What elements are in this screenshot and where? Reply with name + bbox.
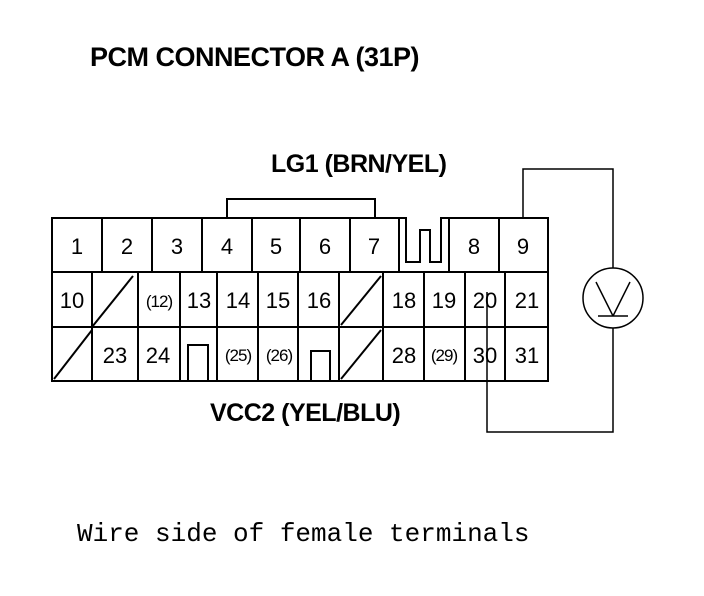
pin-10: 10 [60, 288, 84, 313]
connector-lock-tab [227, 199, 375, 218]
pin-26: (26) [266, 346, 293, 365]
connector-row-3: 23 24 (25) (26) 28 (29) 30 31 [103, 343, 539, 368]
pin-5: 5 [270, 234, 282, 259]
empty-cavity-slash [341, 330, 381, 379]
pin-12: (12) [146, 292, 173, 311]
footer-caption: Wire side of female terminals [77, 519, 529, 549]
pin-20: 20 [473, 288, 497, 313]
pin-6: 6 [319, 234, 331, 259]
pin-7: 7 [368, 234, 380, 259]
pin-16: 16 [307, 288, 331, 313]
pin-2: 2 [121, 234, 133, 259]
connector-row-1: 1 2 3 4 5 6 7 8 9 [71, 234, 529, 259]
pin-31: 31 [515, 343, 539, 368]
pin-13: 13 [187, 288, 211, 313]
pin-24: 24 [146, 343, 170, 368]
pin-15: 15 [266, 288, 290, 313]
pin-25: (25) [225, 346, 252, 365]
lead-pin-30 [487, 292, 613, 432]
pin-14: 14 [226, 288, 250, 313]
pin-23: 23 [103, 343, 127, 368]
pin-29: (29) [431, 346, 458, 365]
connector-outline [52, 218, 548, 381]
lead-pin-9 [523, 169, 613, 268]
connector-key-notch-2 [311, 351, 330, 381]
pin-19: 19 [432, 288, 456, 313]
pin-28: 28 [392, 343, 416, 368]
pin-4: 4 [221, 234, 233, 259]
empty-cavity-slash [92, 276, 133, 327]
voltmeter-icon [583, 268, 643, 328]
meter-circuit [487, 169, 643, 432]
pin-1: 1 [71, 234, 83, 259]
empty-cavity-slash [341, 276, 381, 325]
wire-label-vcc2: VCC2 (YEL/BLU) [210, 399, 400, 427]
pin-3: 3 [171, 234, 183, 259]
empty-cavity-slash [54, 330, 92, 379]
pin-9: 9 [517, 234, 529, 259]
pin-30: 30 [473, 343, 497, 368]
connector-row-2: 10 (12) 13 14 15 16 18 19 20 21 [60, 288, 539, 313]
connector-body [52, 199, 548, 381]
pin-21: 21 [515, 288, 539, 313]
diagram-title: PCM CONNECTOR A (31P) [90, 42, 419, 72]
pin-18: 18 [392, 288, 416, 313]
pin-8: 8 [468, 234, 480, 259]
connector-key-notch-1 [188, 345, 208, 381]
wire-label-lg1: LG1 (BRN/YEL) [271, 150, 447, 178]
